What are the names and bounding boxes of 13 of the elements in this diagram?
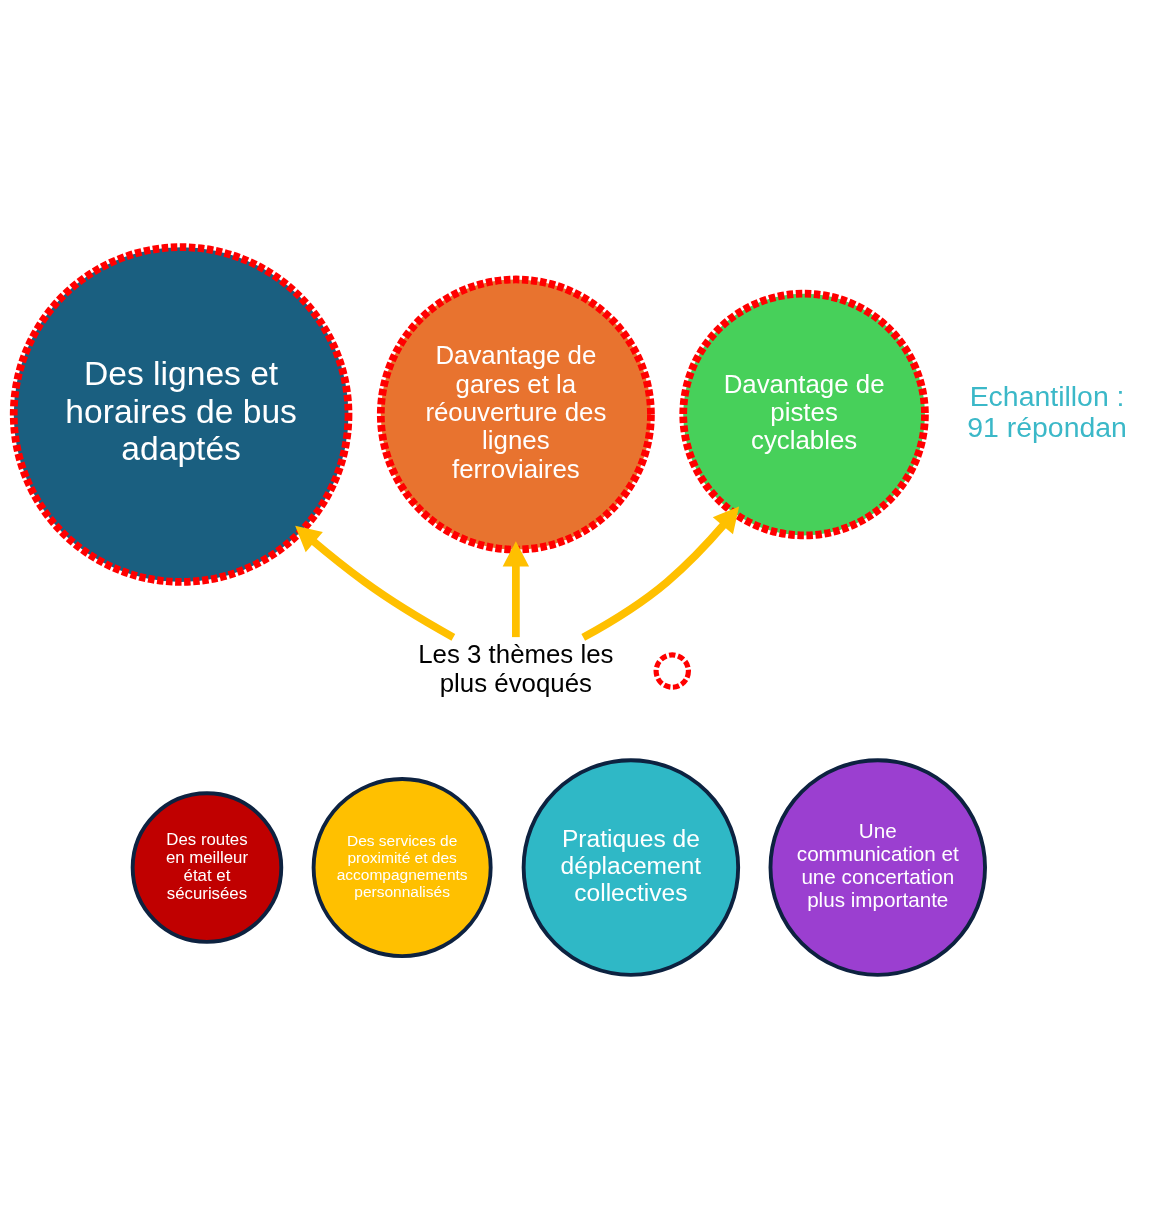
arrow bbox=[502, 540, 530, 637]
node-circle: Des routes en meilleur état et sécurisées bbox=[130, 790, 284, 944]
node-circle: Davantage de gares et la réouverture des lignes ferroviaires bbox=[376, 275, 655, 553]
node-circle: Pratiques de déplacement collectives bbox=[521, 757, 741, 977]
node-circle: Une communication et une concertation plus importante bbox=[768, 757, 987, 977]
node-circle: Des lignes et horaires de bus adaptés bbox=[9, 242, 353, 586]
node-text: Les 3 thèmes les plus évoqués bbox=[418, 639, 614, 697]
label: Echantillon : 91 répondan bbox=[967, 379, 1127, 443]
arrow bbox=[295, 525, 456, 641]
node-circle bbox=[653, 651, 691, 690]
arrow bbox=[581, 506, 740, 641]
node-circle: Davantage de pistes cyclables bbox=[679, 289, 929, 539]
node-circle: Des services de proximité et des accompagnements personnalisés bbox=[311, 776, 493, 958]
